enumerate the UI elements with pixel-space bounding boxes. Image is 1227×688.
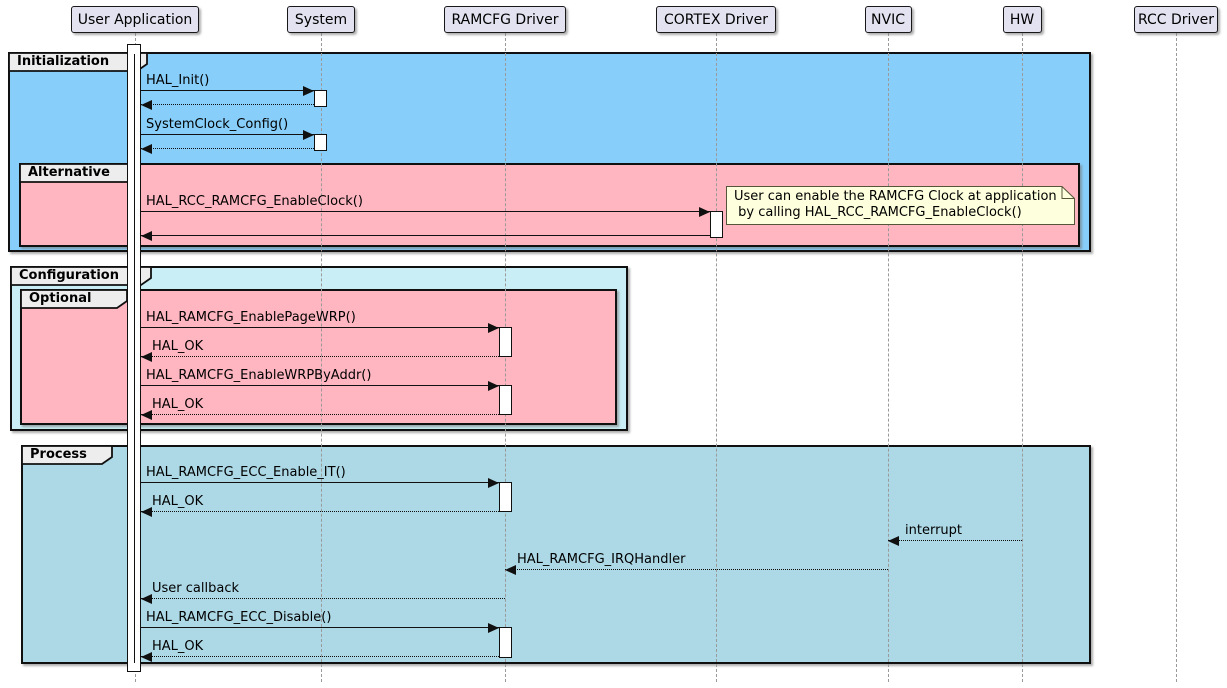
note: User can enable the RAMCFG Clock at appl… (726, 186, 1075, 225)
frame-tab-shape (20, 289, 128, 309)
frame-title: Optional (29, 291, 92, 306)
message-line (141, 482, 499, 483)
message-line (888, 540, 1022, 541)
message-line (141, 327, 499, 328)
frame-label-optional: Optional (20, 289, 128, 309)
lifeline-hw (1021, 33, 1023, 682)
arrowhead-icon (141, 231, 152, 241)
frame-title: Configuration (19, 268, 119, 283)
message-label: HAL_RCC_RAMCFG_EnableClock() (146, 194, 363, 209)
frame-title: Alternative (28, 165, 110, 180)
frame-tab-shape (8, 52, 148, 72)
participant-name: NVIC (871, 11, 905, 28)
participant-name: CORTEX Driver (663, 11, 769, 28)
message-line (141, 414, 499, 415)
arrowhead-icon (141, 594, 152, 604)
message-line (141, 356, 499, 357)
lifeline-rcc-driver (1175, 33, 1177, 682)
activation-bar-ramcfg-driver (499, 627, 512, 658)
participant-name: User Application (77, 11, 193, 28)
activation-bar-system (314, 90, 327, 107)
message-label: HAL_RAMCFG_EnablePageWRP() (146, 310, 356, 325)
activation-bar-ramcfg-driver (499, 385, 512, 415)
message-label: HAL_RAMCFG_ECC_Disable() (146, 610, 332, 625)
message-label: HAL_OK (152, 397, 204, 412)
message-line (141, 90, 314, 91)
frame-optional (20, 289, 617, 425)
participant-name: RCC Driver (1137, 11, 1215, 28)
activation-bar-ramcfg-driver (499, 482, 512, 512)
message-line (141, 598, 505, 599)
message-label: interrupt (905, 523, 962, 538)
message-label: HAL_OK (152, 339, 204, 354)
participant-box-ramcfg-driver: RAMCFG Driver (444, 6, 566, 33)
frame-label-initialization: Initialization (8, 52, 148, 72)
arrowhead-icon (888, 536, 899, 546)
participant-box-user-application: User Application (71, 6, 199, 33)
message-line (141, 385, 499, 386)
arrowhead-icon (141, 100, 152, 110)
message-line (141, 104, 314, 105)
arrowhead-icon (488, 623, 499, 633)
participant-box-hw: HW (1002, 6, 1042, 33)
frame-label-process: Process (21, 445, 113, 465)
arrowhead-icon (141, 652, 152, 662)
participant-name: HW (1009, 11, 1035, 28)
message-label: HAL_RAMCFG_ECC_Enable_IT() (146, 465, 346, 480)
arrowhead-icon (303, 130, 314, 140)
arrowhead-icon (303, 86, 314, 96)
message-label: User callback (152, 581, 239, 596)
participant-box-nvic: NVIC (864, 6, 912, 33)
message-line (505, 569, 888, 570)
message-line (141, 134, 314, 135)
arrowhead-icon (488, 478, 499, 488)
participant-box-system: System (287, 6, 355, 33)
lifeline-system (320, 33, 322, 682)
message-label: SystemClock_Config() (146, 117, 289, 132)
activation-bar-ramcfg-driver (499, 327, 512, 357)
message-label: HAL_RAMCFG_IRQHandler (517, 552, 686, 567)
activation-bar-system (314, 134, 327, 151)
arrowhead-icon (699, 207, 710, 217)
arrowhead-icon (141, 410, 152, 420)
note-text-line2: by calling HAL_RCC_RAMCFG_EnableClock() (734, 205, 1022, 220)
message-line (141, 656, 499, 657)
frame-title: Initialization (17, 54, 110, 69)
message-line (141, 148, 314, 149)
arrowhead-icon (488, 323, 499, 333)
arrowhead-icon (141, 352, 152, 362)
message-label: HAL_OK (152, 494, 204, 509)
message-line (141, 235, 710, 236)
note-shape (726, 186, 1075, 225)
activation-inner-line (134, 54, 135, 663)
note-text-line1: User can enable the RAMCFG Clock at appl… (734, 189, 1057, 204)
message-label: HAL_Init() (146, 73, 210, 88)
lifeline-nvic (887, 33, 889, 682)
message-line (141, 211, 710, 212)
participant-name: System (294, 11, 348, 28)
message-label: HAL_OK (152, 639, 204, 654)
participant-box-rcc-driver: RCC Driver (1134, 6, 1218, 33)
message-line (141, 627, 499, 628)
note-fold-icon (1061, 186, 1075, 199)
message-label: HAL_RAMCFG_EnableWRPByAddr() (146, 368, 372, 383)
arrowhead-icon (488, 381, 499, 391)
lifeline-ramcfg-driver (504, 33, 506, 682)
arrowhead-icon (141, 507, 152, 517)
arrowhead-icon (505, 565, 516, 575)
participant-box-cortex-driver: CORTEX Driver (656, 6, 776, 33)
activation-bar-cortex-driver (710, 211, 723, 238)
participant-name: RAMCFG Driver (451, 11, 559, 28)
message-line (141, 511, 499, 512)
lifeline-cortex-driver (715, 33, 717, 682)
frame-label-alternative: Alternative (19, 163, 138, 183)
activation-bar-user-application (127, 44, 141, 672)
frame-title: Process (30, 447, 87, 462)
arrowhead-icon (141, 144, 152, 154)
frame-tab-shape (21, 445, 113, 465)
